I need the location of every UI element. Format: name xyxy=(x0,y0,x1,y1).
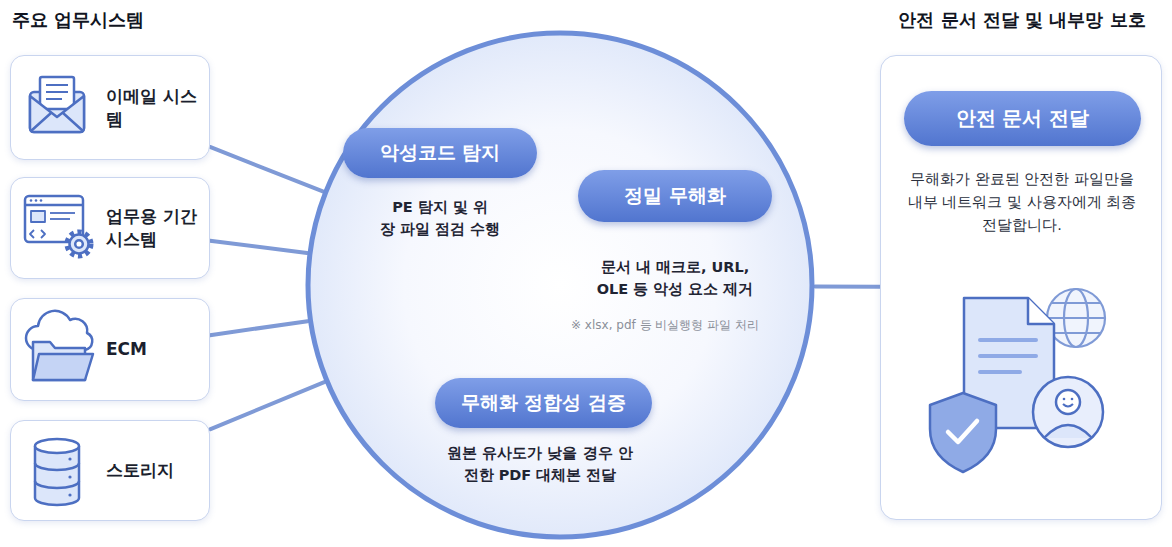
panel-body: 무해화가 완료된 안전한 파일만을 내부 네트워크 및 사용자에게 최종 전달합… xyxy=(903,168,1141,238)
globe-icon xyxy=(1047,289,1105,347)
email-icon xyxy=(30,96,84,132)
document-icon xyxy=(980,338,1036,342)
system-name: 스토리지 xyxy=(106,459,174,482)
storage-icon xyxy=(35,463,79,488)
email-icon xyxy=(46,98,62,100)
system-icon xyxy=(30,199,33,202)
email-icon xyxy=(31,113,83,131)
system-icon xyxy=(70,235,89,254)
system-icon xyxy=(40,199,43,202)
system-name: ECM xyxy=(106,338,147,361)
step-pill: 안전 문서 전달 xyxy=(904,91,1141,146)
connector-line xyxy=(210,321,308,335)
email-icon xyxy=(30,77,84,132)
system-box: 이메일 시스템 xyxy=(10,55,210,160)
globe-icon xyxy=(1047,289,1105,347)
step-title: 무해화 정합성 검증 xyxy=(461,390,626,416)
document-icon xyxy=(1028,298,1054,324)
step-pill: 악성코드 탐지 xyxy=(343,128,537,178)
user-icon xyxy=(1071,398,1074,401)
storage-icon xyxy=(68,457,71,460)
step-description: PE 탐지 및 위장 파일 점검 수행 xyxy=(340,196,540,241)
system-box: 스토리지 xyxy=(10,420,210,521)
footnote: ※ xlsx, pdf 등 비실행형 파일 처리 xyxy=(545,317,785,334)
email-icon xyxy=(40,77,74,109)
user-icon xyxy=(1033,377,1103,447)
step-title: 정밀 무해화 xyxy=(624,183,726,209)
system-icon xyxy=(50,212,75,214)
user-icon xyxy=(1044,425,1092,438)
connector-line xyxy=(210,382,324,429)
system-name: 이메일 시스템 xyxy=(106,85,201,131)
shield-icon xyxy=(930,393,996,472)
ecm-icon xyxy=(33,354,93,380)
storage-icon xyxy=(68,493,71,496)
step-pill: 정밀 무해화 xyxy=(578,170,772,222)
section-heading: 주요 업무시스템 xyxy=(12,8,144,32)
system-icon xyxy=(25,196,83,242)
user-icon xyxy=(1056,390,1080,414)
user-icon xyxy=(1033,377,1103,447)
shield-icon xyxy=(930,393,996,472)
storage-icon xyxy=(35,439,79,505)
circle-outline xyxy=(308,33,812,537)
email-icon xyxy=(46,91,68,93)
ecm-icon xyxy=(33,342,85,380)
ecm-icon xyxy=(26,311,93,380)
ecm-icon xyxy=(26,311,92,350)
system-icon xyxy=(31,211,45,222)
step-title: 악성코드 탐지 xyxy=(380,140,501,166)
document-icon xyxy=(980,370,1020,374)
process-circle: PE 탐지 및 위장 파일 점검 수행문서 내 매크로, URL, OLE 등 … xyxy=(305,30,815,540)
step-pill: 무해화 정합성 검증 xyxy=(435,378,652,428)
system-icon xyxy=(25,196,91,256)
document-icon xyxy=(964,298,1054,428)
step-description: 원본 유사도가 낮을 경우 안전한 PDF 대체본 전달 xyxy=(430,442,650,487)
system-icon xyxy=(30,230,45,238)
document-icon xyxy=(980,354,1036,358)
storage-icon xyxy=(35,439,79,453)
storage-icon xyxy=(35,446,79,505)
storage-icon xyxy=(68,475,71,478)
connector-line xyxy=(210,147,323,191)
connector-line xyxy=(815,284,880,288)
system-icon xyxy=(25,204,83,207)
step-description: 문서 내 매크로, URL, OLE 등 악성 요소 제거 xyxy=(575,256,775,301)
system-name: 업무용 기간 시스템 xyxy=(106,205,201,251)
step-title: 안전 문서 전달 xyxy=(956,105,1090,132)
document-icon xyxy=(964,298,1054,428)
system-icon xyxy=(50,218,70,220)
globe-icon xyxy=(1064,289,1088,347)
system-icon xyxy=(67,232,91,256)
email-icon xyxy=(30,92,84,132)
email-icon xyxy=(46,84,68,86)
panel-heading: 안전 문서 전달 및 내부망 보호 xyxy=(873,8,1171,32)
user-icon xyxy=(1063,398,1066,401)
globe-icon xyxy=(1047,317,1105,319)
delivery-panel: 안전 문서 전달 및 내부망 보호무해화가 완료된 안전한 파일만을 내부 네트… xyxy=(880,55,1162,520)
globe-icon xyxy=(1052,303,1100,333)
system-icon xyxy=(35,199,38,202)
user-icon xyxy=(1063,404,1073,407)
system-box: 업무용 기간 시스템 xyxy=(10,177,210,279)
connector-line xyxy=(210,241,307,253)
shield-icon xyxy=(948,421,977,442)
system-icon xyxy=(75,240,83,248)
system-box: ECM xyxy=(10,298,210,401)
